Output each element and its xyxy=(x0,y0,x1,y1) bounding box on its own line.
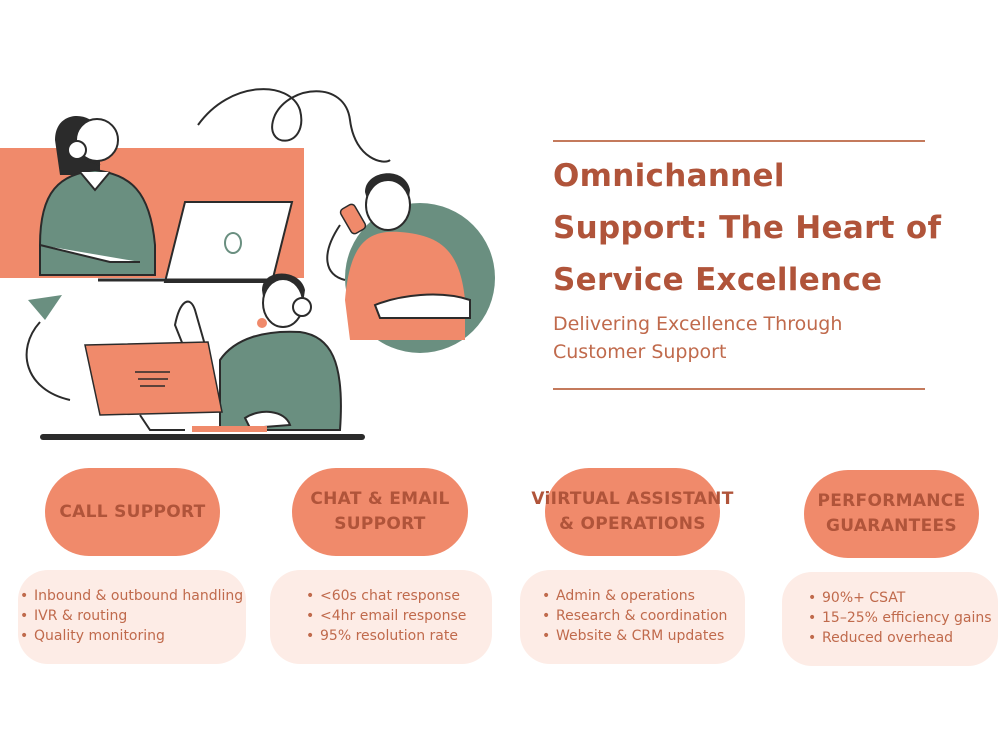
list-item: Admin & operations xyxy=(542,586,745,606)
list-item: Quality monitoring xyxy=(20,626,246,646)
desk-line xyxy=(40,434,365,440)
virtual-assistant-heading: ViIRTUAL ASSISTANT & OPERATIONS xyxy=(531,468,733,556)
list-item: <60s chat response xyxy=(306,586,492,606)
list-item: Inbound & outbound handling xyxy=(20,586,246,606)
heading-line-1: PERFORMANCE xyxy=(817,491,966,511)
title-line-1: Omnichannel xyxy=(553,158,785,194)
performance-heading: PERFORMANCE GUARANTEES xyxy=(804,470,979,558)
support-team-illustration xyxy=(0,88,495,440)
list-item: 90%+ CSAT xyxy=(808,588,998,608)
list-item: Research & coordination xyxy=(542,606,745,626)
arrow-icon xyxy=(25,295,71,401)
virtual-assistant-card: Admin & operations Research & coordinati… xyxy=(520,570,745,664)
monitor-icon xyxy=(84,341,267,432)
page-title: Omnichannel Support: The Heart of Servic… xyxy=(553,150,993,306)
list-item: Website & CRM updates xyxy=(542,626,745,646)
list-item: 15–25% efficiency gains xyxy=(808,608,998,628)
list-item: <4hr email response xyxy=(306,606,492,626)
subtitle-line-2: Customer Support xyxy=(553,341,727,363)
heading-line-1: CALL SUPPORT xyxy=(59,501,206,522)
list-item: IVR & routing xyxy=(20,606,246,626)
title-block: Omnichannel Support: The Heart of Servic… xyxy=(553,140,993,390)
heading-line-1: CHAT & EMAIL xyxy=(310,489,450,509)
heading-line-1: ViIRTUAL ASSISTANT xyxy=(531,489,734,509)
performance-card: 90%+ CSAT 15–25% efficiency gains Reduce… xyxy=(782,572,998,666)
phone-agent-icon xyxy=(326,173,471,340)
female-agent-icon xyxy=(39,116,156,276)
male-agent-icon xyxy=(173,273,342,431)
call-support-card: Inbound & outbound handling IVR & routin… xyxy=(18,570,246,664)
heading-line-2: SUPPORT xyxy=(334,514,426,534)
title-line-3: Service Excellence xyxy=(553,262,883,298)
laptop-icon xyxy=(98,201,294,283)
bottom-divider xyxy=(553,388,925,390)
top-divider xyxy=(553,140,925,142)
subtitle-line-1: Delivering Excellence Through xyxy=(553,313,843,335)
page-subtitle: Delivering Excellence Through Customer S… xyxy=(553,310,993,366)
chat-email-heading: CHAT & EMAIL SUPPORT xyxy=(292,468,468,556)
heading-line-2: & OPERATIONS xyxy=(559,514,706,534)
list-item: Reduced overhead xyxy=(808,628,998,648)
list-item: 95% resolution rate xyxy=(306,626,492,646)
chat-email-card: <60s chat response <4hr email response 9… xyxy=(270,570,492,664)
title-line-2: Support: The Heart of xyxy=(553,210,942,246)
heading-line-2: GUARANTEES xyxy=(826,516,957,536)
curly-line xyxy=(197,88,391,163)
call-support-heading: CALL SUPPORT xyxy=(45,468,220,556)
